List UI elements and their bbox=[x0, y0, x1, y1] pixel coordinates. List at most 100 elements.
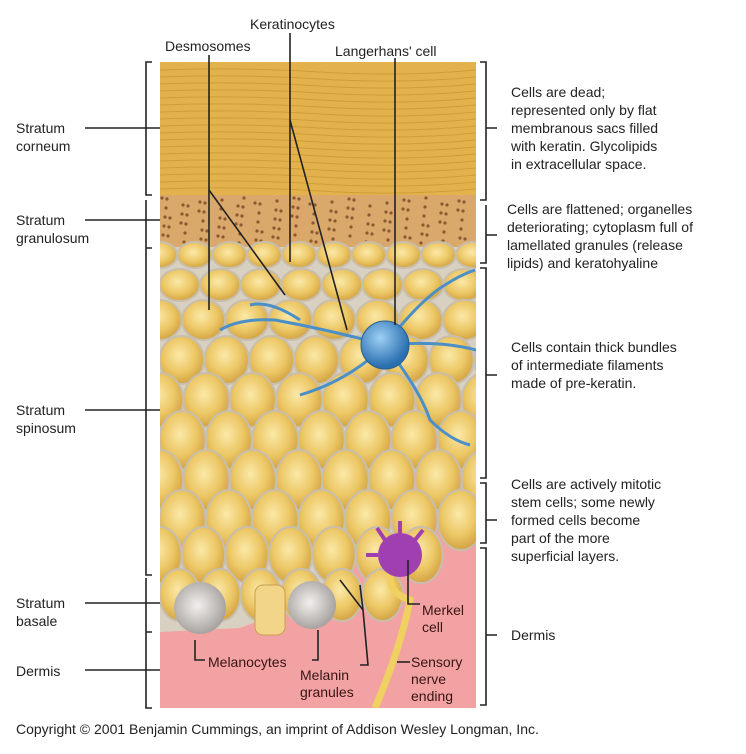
keratinocyte bbox=[280, 241, 318, 269]
granule bbox=[218, 216, 222, 220]
merkel-cell bbox=[378, 533, 422, 577]
granule bbox=[160, 196, 164, 200]
granule bbox=[423, 205, 427, 209]
granule bbox=[443, 221, 447, 225]
granule bbox=[239, 223, 243, 227]
granule bbox=[327, 227, 331, 231]
granule bbox=[201, 219, 205, 223]
keratinocyte bbox=[180, 299, 227, 341]
granule bbox=[313, 203, 317, 207]
granule bbox=[164, 206, 168, 210]
granule bbox=[291, 205, 295, 209]
granule bbox=[242, 196, 246, 200]
granule bbox=[295, 215, 299, 219]
granule bbox=[290, 214, 294, 218]
granule bbox=[253, 201, 257, 205]
granule bbox=[183, 231, 187, 235]
granule bbox=[277, 227, 281, 231]
granule bbox=[205, 229, 209, 233]
granule bbox=[329, 209, 333, 213]
keratinocyte bbox=[420, 241, 457, 269]
granule bbox=[404, 226, 408, 230]
granule bbox=[275, 199, 279, 203]
granule bbox=[260, 230, 264, 234]
keratinocyte bbox=[350, 241, 388, 269]
keratinocyte bbox=[199, 268, 242, 302]
granule bbox=[203, 201, 207, 205]
granule bbox=[408, 236, 412, 240]
granule bbox=[348, 234, 352, 238]
desc-dermis: Dermis bbox=[511, 627, 556, 643]
granule bbox=[365, 231, 369, 235]
granule bbox=[383, 219, 387, 223]
granule bbox=[407, 199, 411, 203]
granule bbox=[349, 225, 353, 229]
keratinocyte bbox=[361, 268, 404, 302]
granule bbox=[387, 229, 391, 233]
granule bbox=[167, 225, 171, 229]
granule bbox=[425, 233, 429, 237]
granule bbox=[255, 229, 259, 233]
granule bbox=[184, 222, 188, 226]
granule bbox=[296, 206, 300, 210]
granule bbox=[458, 236, 462, 240]
melanocyte bbox=[288, 581, 336, 629]
granule bbox=[461, 209, 465, 213]
granule bbox=[256, 220, 260, 224]
granule bbox=[197, 209, 201, 213]
keratinocyte bbox=[484, 411, 530, 469]
granule bbox=[388, 220, 392, 224]
granule bbox=[254, 238, 258, 242]
granule bbox=[347, 197, 351, 201]
granule bbox=[351, 207, 355, 211]
granule bbox=[166, 234, 170, 238]
granule bbox=[182, 240, 186, 244]
granule bbox=[220, 198, 224, 202]
granule bbox=[440, 202, 444, 206]
granule bbox=[234, 222, 238, 226]
granule bbox=[334, 210, 338, 214]
granule bbox=[278, 218, 282, 222]
granule bbox=[308, 202, 312, 206]
granule bbox=[271, 235, 275, 239]
granule bbox=[294, 224, 298, 228]
granule bbox=[367, 213, 371, 217]
granule bbox=[366, 222, 370, 226]
granule bbox=[221, 235, 225, 239]
granule bbox=[179, 221, 183, 225]
granule bbox=[330, 200, 334, 204]
label-langerhans: Langerhans' cell bbox=[335, 43, 437, 59]
granule bbox=[310, 230, 314, 234]
granule bbox=[186, 204, 190, 208]
granule bbox=[293, 233, 297, 237]
granule bbox=[216, 234, 220, 238]
granule bbox=[352, 198, 356, 202]
granule bbox=[240, 214, 244, 218]
granule bbox=[439, 211, 443, 215]
keratinocyte bbox=[315, 241, 353, 269]
granule bbox=[297, 197, 301, 201]
granule bbox=[273, 217, 277, 221]
stratum-corneum-region bbox=[160, 62, 476, 198]
granule bbox=[389, 211, 393, 215]
granule bbox=[276, 236, 280, 240]
granule bbox=[460, 218, 464, 222]
granule bbox=[386, 238, 390, 242]
keratinocyte bbox=[441, 299, 476, 341]
granule bbox=[309, 239, 313, 243]
granule bbox=[382, 228, 386, 232]
keratinocyte bbox=[311, 299, 357, 341]
granule bbox=[401, 207, 405, 211]
granule bbox=[422, 214, 426, 218]
granule bbox=[463, 237, 467, 241]
granule bbox=[274, 208, 278, 212]
granule bbox=[161, 233, 165, 237]
copyright: Copyright © 2001 Benjamin Cummings, an i… bbox=[16, 721, 539, 737]
